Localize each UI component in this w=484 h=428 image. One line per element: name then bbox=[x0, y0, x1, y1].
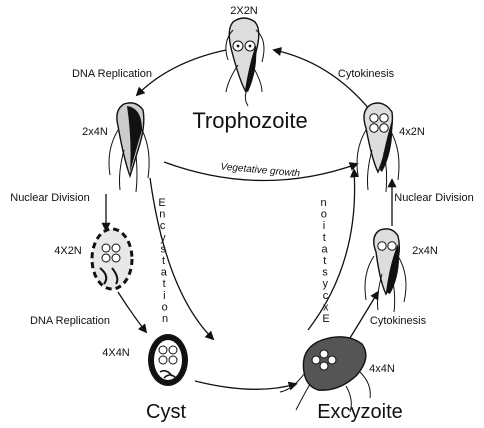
stage-label-cyst: Cyst bbox=[146, 401, 186, 423]
process-label-nuclear-division-right: Nuclear Division bbox=[394, 192, 473, 204]
process-label-excystation: Excystation bbox=[320, 197, 329, 325]
process-label-dna-replication-bottom: DNA Replication bbox=[30, 315, 110, 327]
ploidy-label-top: 2X2N bbox=[230, 5, 258, 17]
ploidy-label-mid-right: 2x4N bbox=[412, 245, 438, 257]
dividing-cell-mid-left bbox=[92, 229, 132, 289]
trophozoite-cell-top bbox=[226, 18, 264, 106]
process-label-cytokinesis-bottom: Cytokinesis bbox=[370, 315, 427, 327]
trophozoite-cell-mid-right bbox=[365, 229, 406, 312]
arrow-4x2n-to-trophozoite bbox=[274, 50, 370, 110]
ploidy-label-upper-right: 4x2N bbox=[399, 126, 425, 138]
stage-label-excyzoite: Excyzoite bbox=[317, 401, 403, 423]
arrow-excystation bbox=[308, 170, 355, 330]
stage-label-trophozoite: Trophozoite bbox=[192, 108, 307, 133]
arrow-cyst-to-excyzoite bbox=[195, 381, 296, 389]
cyst-cell bbox=[148, 334, 188, 386]
ploidy-label-upper-left: 2x4N bbox=[82, 126, 108, 138]
trophozoite-cell-upper-right bbox=[357, 103, 399, 192]
ploidy-label-excyzoite: 4x4N bbox=[369, 363, 395, 375]
trophozoite-cell-upper-left bbox=[109, 103, 149, 192]
process-label-vegetative-growth: Vegetative growth bbox=[220, 162, 301, 180]
ploidy-label-cyst: 4X4N bbox=[102, 347, 130, 359]
arrow-4x2n-to-cyst bbox=[118, 292, 146, 332]
ploidy-label-mid-left: 4X2N bbox=[54, 245, 82, 257]
process-label-nuclear-division-left: Nuclear Division bbox=[10, 192, 89, 204]
process-label-dna-replication-top: DNA Replication bbox=[72, 68, 152, 80]
process-label-cytokinesis-top: Cytokinesis bbox=[338, 68, 395, 80]
